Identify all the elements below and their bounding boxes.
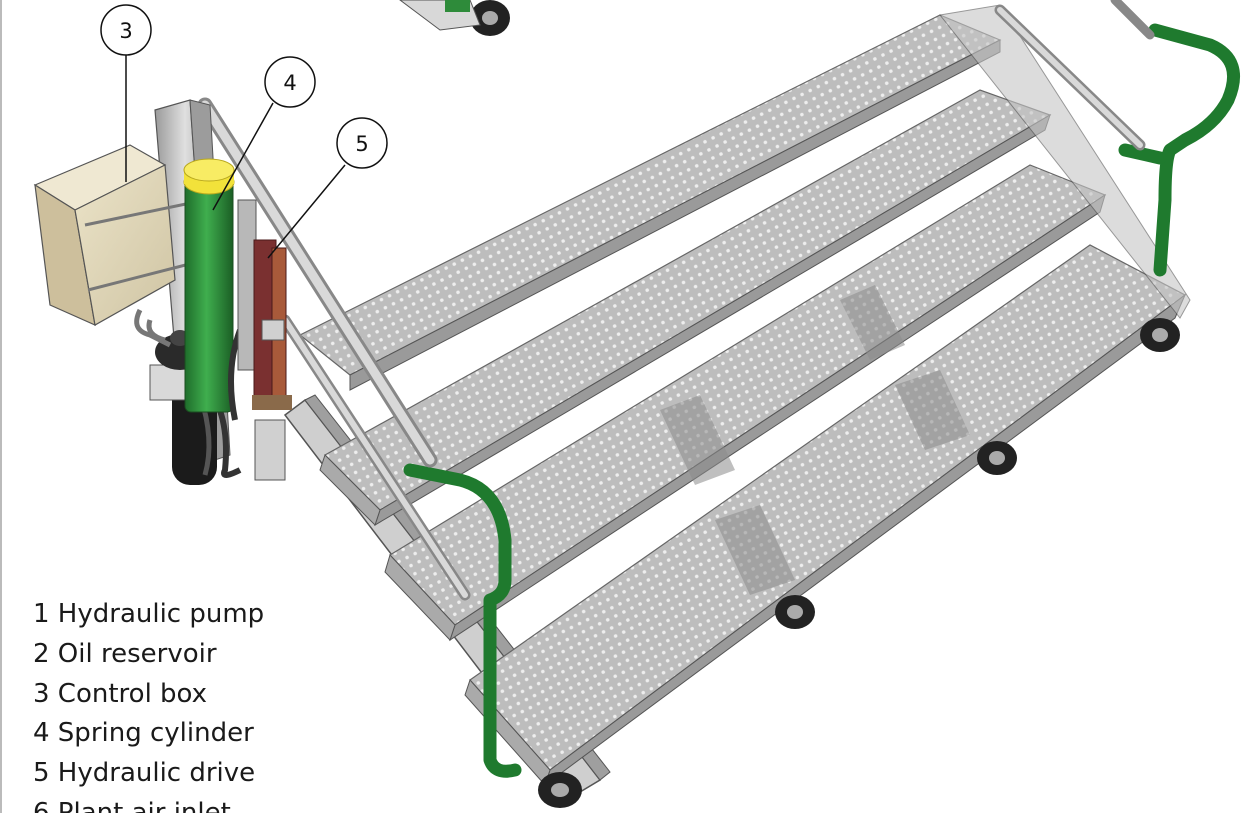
spring-cylinder <box>183 158 243 421</box>
callout-4-label: 4 <box>283 71 296 95</box>
legend-item-plant-air-inlet: 6 Plant air inlet <box>33 797 231 813</box>
callout-3: 3 <box>100 4 152 182</box>
wheel-middle-2-icon <box>977 441 1017 475</box>
callout-5-label: 5 <box>355 132 368 156</box>
callout-3-label: 3 <box>119 19 132 43</box>
handrail-right <box>1118 23 1241 277</box>
right-stringer <box>939 4 1191 319</box>
top-frame-fragment <box>399 0 481 31</box>
legend-item-hydraulic-pump: 1 Hydraulic pump <box>33 599 265 629</box>
legend-item-hydraulic-drive: 5 Hydraulic drive <box>33 758 256 789</box>
wheel-middle-1-icon <box>775 595 815 629</box>
handrail-left <box>403 463 522 778</box>
callout-5: 5 <box>267 117 388 259</box>
wheel-front-right-icon <box>1140 318 1180 352</box>
handrail-poles <box>197 0 1155 601</box>
wheel-front-left-icon <box>538 772 582 808</box>
tread-2 <box>319 89 1052 527</box>
wheels <box>470 0 1180 808</box>
legend-item-control-box: 3 Control box <box>33 678 208 709</box>
tread-shading <box>660 285 970 595</box>
parts-legend: 1 Hydraulic pump 2 Oil reservoir 3 Contr… <box>33 595 264 813</box>
page-margin-line <box>0 0 2 813</box>
callout-4: 4 <box>212 56 316 211</box>
wheel-top-icon <box>470 0 510 36</box>
oil-reservoir-lines <box>134 308 172 348</box>
legend-item-spring-cylinder: 4 Spring cylinder <box>33 718 254 749</box>
legend-item-oil-reservoir: 2 Oil reservoir <box>33 638 217 669</box>
hydraulic-drive <box>237 199 292 481</box>
